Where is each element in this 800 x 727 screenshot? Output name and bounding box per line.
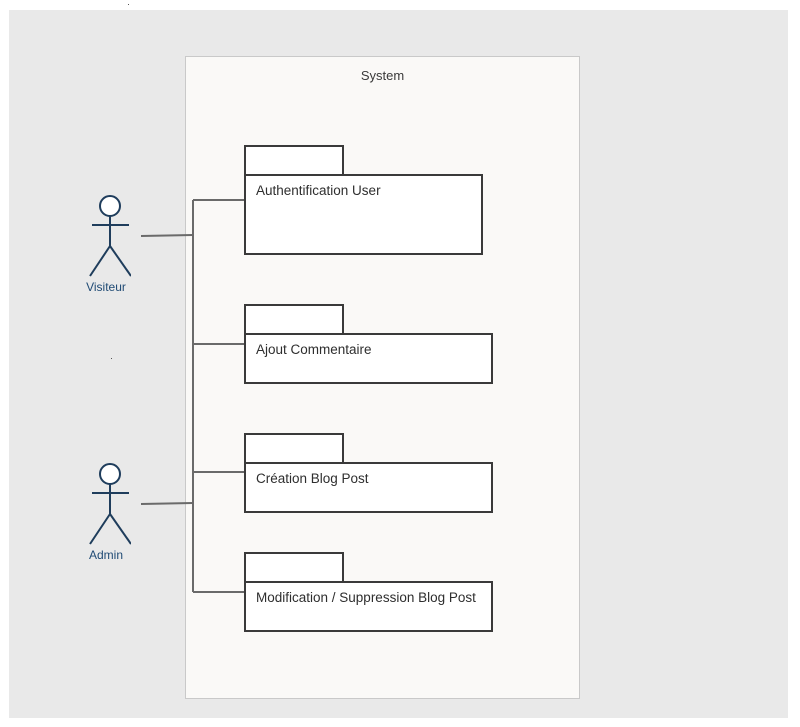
package-label: Ajout Commentaire: [256, 342, 372, 357]
package-creation-blog-post[interactable]: Création Blog Post: [244, 433, 493, 513]
package-label: Création Blog Post: [256, 471, 369, 486]
actor-name: Admin: [88, 548, 123, 562]
stray-dot: [111, 358, 112, 359]
stick-figure-icon: [89, 195, 131, 277]
package-body: Modification / Suppression Blog Post: [244, 581, 493, 632]
package-body: Ajout Commentaire: [244, 333, 493, 384]
package-tab: [244, 552, 344, 583]
system-title: System: [360, 68, 405, 83]
package-tab: [244, 145, 344, 176]
actor-name: Visiteur: [86, 280, 126, 294]
package-tab: [244, 433, 344, 464]
actor-visiteur[interactable]: Visiteur: [76, 194, 136, 294]
package-tab: [244, 304, 344, 335]
package-body: Création Blog Post: [244, 462, 493, 513]
admin-association-line: [140, 502, 194, 505]
visiteur-association-line: [140, 234, 194, 237]
stray-dot: [128, 4, 129, 5]
package-authentification-user[interactable]: Authentification User: [244, 145, 483, 255]
package-ajout-commentaire[interactable]: Ajout Commentaire: [244, 304, 493, 384]
package-modification-suppression-blog-post[interactable]: Modification / Suppression Blog Post: [244, 552, 493, 632]
package-label: Authentification User: [256, 183, 381, 198]
actor-admin[interactable]: Admin: [76, 462, 136, 562]
package-body: Authentification User: [244, 174, 483, 255]
package-label: Modification / Suppression Blog Post: [256, 590, 476, 605]
stick-figure-icon: [89, 463, 131, 545]
